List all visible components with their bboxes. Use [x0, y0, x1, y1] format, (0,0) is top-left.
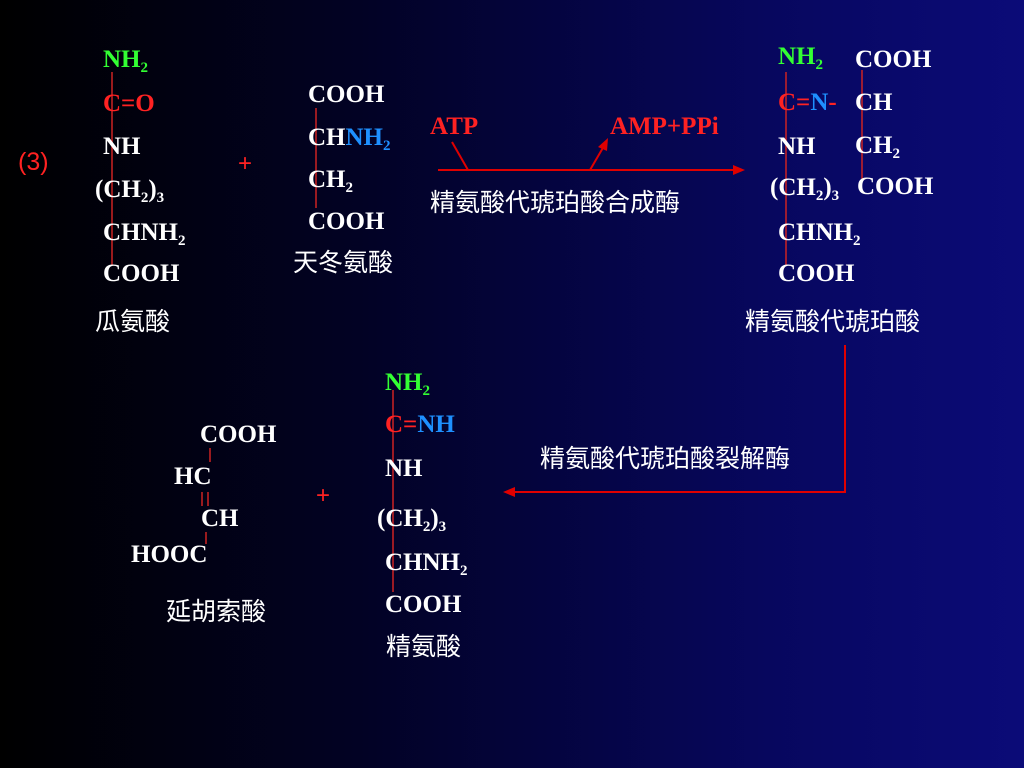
argininosuccinate-ch2-chain: (CH2)3 [770, 174, 840, 204]
argininosuccinate-right-cooh-top: COOH [855, 46, 932, 73]
citrulline-name: 瓜氨酸 [95, 307, 171, 336]
aspartate-cooh-top: COOH [308, 81, 385, 108]
amp-ppi-arrowhead [598, 138, 608, 151]
plus-sign-bottom: + [316, 482, 331, 509]
citrulline-chnh2: CHNH2 [103, 219, 186, 249]
reaction1-arrowhead [733, 165, 745, 175]
argininosuccinate-right-ch2: CH2 [855, 132, 900, 162]
argininosuccinate-right-ch: CH [855, 89, 893, 116]
argininosuccinate-nh: NH [778, 133, 816, 160]
arginine-ch2-chain: (CH2)3 [377, 505, 447, 535]
arginine-nh: NH [385, 455, 423, 482]
lyase-enzyme-label: 精氨酸代琥珀酸裂解酶 [540, 444, 791, 473]
reaction2-arrow-line [515, 345, 846, 493]
step-label: (3) [18, 148, 49, 176]
fumarate-hc: HC [174, 463, 212, 490]
aspartate-cooh-bottom: COOH [308, 208, 385, 235]
argininosuccinate-cooh: COOH [778, 260, 855, 287]
citrulline-cooh: COOH [103, 260, 180, 287]
arginine-c-eq-nh: C=NH [385, 411, 455, 438]
argininosuccinate-name: 精氨酸代琥珀酸 [745, 307, 921, 336]
citrulline-ch2-chain: (CH2)3 [95, 176, 165, 206]
synthetase-enzyme-label: 精氨酸代琥珀酸合成酶 [430, 188, 681, 217]
citrulline-carbonyl: C=O [103, 90, 155, 117]
argininosuccinate-nh2: NH2 [778, 43, 823, 73]
fumarate-hooc: HOOC [131, 541, 208, 568]
fumarate-ch: CH [201, 505, 239, 532]
aspartate-name: 天冬氨酸 [293, 248, 394, 277]
citrulline-nh: NH [103, 133, 141, 160]
amp-ppi-output-line [589, 145, 605, 171]
fumarate-cooh: COOH [200, 421, 277, 448]
reaction2-arrowhead [503, 487, 515, 497]
arginine-nh2: NH2 [385, 369, 430, 399]
arginine-cooh: COOH [385, 591, 462, 618]
fumarate-name: 延胡索酸 [166, 597, 267, 626]
argininosuccinate-right-cooh-bottom: COOH [857, 173, 934, 200]
atp-label: ATP [430, 113, 479, 140]
aspartate-ch2: CH2 [308, 166, 353, 196]
plus-sign-top: + [238, 150, 253, 177]
arginine-name: 精氨酸 [386, 632, 462, 661]
argininosuccinate-c-eq-n: C=N- [778, 89, 837, 116]
citrulline-nh2: NH2 [103, 46, 148, 76]
atp-input-line [451, 141, 469, 171]
amp-ppi-label: AMP+PPi [610, 113, 719, 140]
argininosuccinate-chnh2: CHNH2 [778, 219, 861, 249]
arginine-chnh2: CHNH2 [385, 549, 468, 579]
aspartate-chnh2: CHNH2 [308, 124, 391, 154]
